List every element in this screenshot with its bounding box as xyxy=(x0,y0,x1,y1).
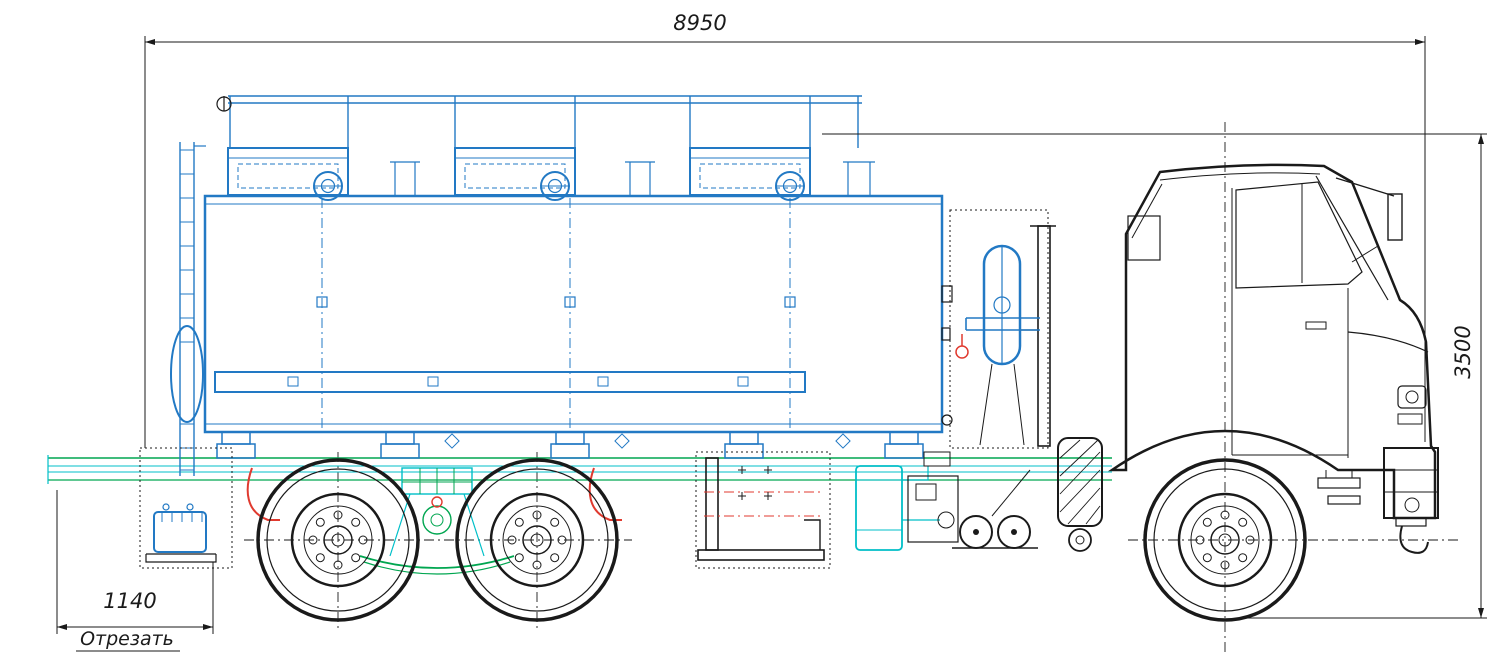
cut-note: Отрезать xyxy=(76,628,180,652)
chassis-frame xyxy=(47,455,1112,484)
cut-note-label: Отрезать xyxy=(80,628,174,650)
toolbox-step xyxy=(695,451,831,569)
muffler-grille xyxy=(1057,437,1103,552)
overall-height-value: 3500 xyxy=(1451,325,1475,378)
rear-suspension xyxy=(359,467,515,575)
overall-length-value: 8950 xyxy=(673,11,726,35)
tank-top-railing xyxy=(216,95,875,196)
cab xyxy=(1107,163,1437,520)
front-bumper xyxy=(1383,447,1439,554)
tank-hatches xyxy=(227,147,811,201)
hose-reel xyxy=(949,209,1056,449)
rear-ladder xyxy=(170,142,206,476)
pump-unit xyxy=(855,451,1038,551)
tank-body xyxy=(203,194,953,434)
dimension-rear-overhang: 1140 xyxy=(56,490,214,634)
rear-overhang-value: 1140 xyxy=(103,589,156,613)
mud-flap-brackets xyxy=(246,467,622,521)
dimension-overall-height: 3500 xyxy=(822,133,1487,619)
dimension-overall-length: 8950 xyxy=(144,11,1426,448)
rear-equipment-box xyxy=(139,447,233,569)
tank-mounting-brackets xyxy=(216,431,924,459)
